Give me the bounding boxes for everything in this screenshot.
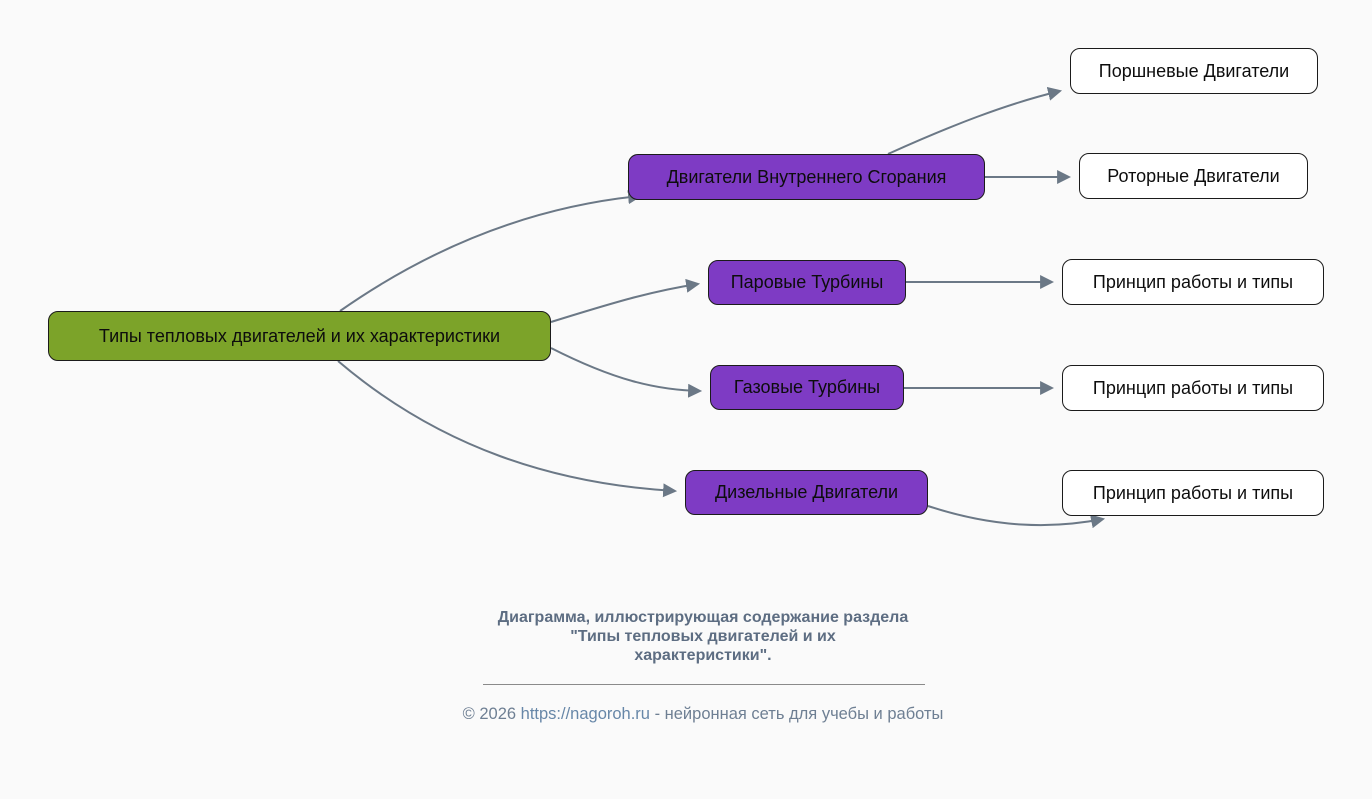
edge-ice-to-piston bbox=[887, 86, 1063, 155]
caption-line-1: Диаграмма, иллюстрирующая содержание раз… bbox=[497, 609, 909, 626]
footer-copyright: © 2026 https://nagoroh.ru - нейронная се… bbox=[343, 705, 1063, 724]
node-label: Паровые Турбины bbox=[730, 272, 884, 292]
footer-divider bbox=[483, 684, 925, 685]
edge-root-to-gas bbox=[550, 347, 703, 398]
node-label: Принцип работы и типы bbox=[1092, 482, 1294, 503]
footer-prefix: © 2026 bbox=[462, 705, 521, 723]
node-piston-engines: Поршневые Двигатели bbox=[1070, 48, 1318, 94]
edge-root-to-ice bbox=[339, 190, 643, 312]
node-label: Поршневые Двигатели bbox=[1098, 60, 1290, 81]
node-internal-combustion-engines: Двигатели Внутреннего Сгорания bbox=[628, 154, 985, 200]
edge-root-to-steam bbox=[550, 278, 701, 323]
node-diesel-engines: Дизельные Двигатели bbox=[685, 470, 928, 515]
caption-line-3: характеристики". bbox=[634, 647, 772, 664]
node-label: Газовые Турбины bbox=[733, 377, 881, 397]
node-label: Двигатели Внутреннего Сгорания bbox=[666, 166, 947, 187]
node-principle-gas: Принцип работы и типы bbox=[1062, 365, 1324, 411]
node-principle-diesel: Принцип работы и типы bbox=[1062, 470, 1324, 516]
node-label: Дизельные Двигатели bbox=[714, 482, 899, 502]
edge-root-to-diesel bbox=[337, 360, 678, 498]
node-label: Типы тепловых двигателей и их характерис… bbox=[98, 325, 501, 346]
footer-site-link[interactable]: https://nagoroh.ru bbox=[520, 705, 650, 723]
node-label: Роторные Двигатели bbox=[1107, 165, 1280, 186]
node-label: Принцип работы и типы bbox=[1092, 377, 1294, 398]
diagram-caption: Диаграмма, иллюстрирующая содержание раз… bbox=[393, 608, 1013, 665]
node-label: Принцип работы и типы bbox=[1092, 271, 1294, 292]
node-steam-turbines: Паровые Турбины bbox=[708, 260, 906, 305]
node-rotary-engines: Роторные Двигатели bbox=[1079, 153, 1308, 199]
node-root-heat-engine-types: Типы тепловых двигателей и их характерис… bbox=[48, 311, 551, 361]
footer-suffix: - нейронная сеть для учебы и работы bbox=[649, 705, 944, 723]
caption-line-2: "Типы тепловых двигателей и их bbox=[570, 628, 836, 645]
node-principle-steam: Принцип работы и типы bbox=[1062, 259, 1324, 305]
node-gas-turbines: Газовые Турбины bbox=[710, 365, 904, 410]
